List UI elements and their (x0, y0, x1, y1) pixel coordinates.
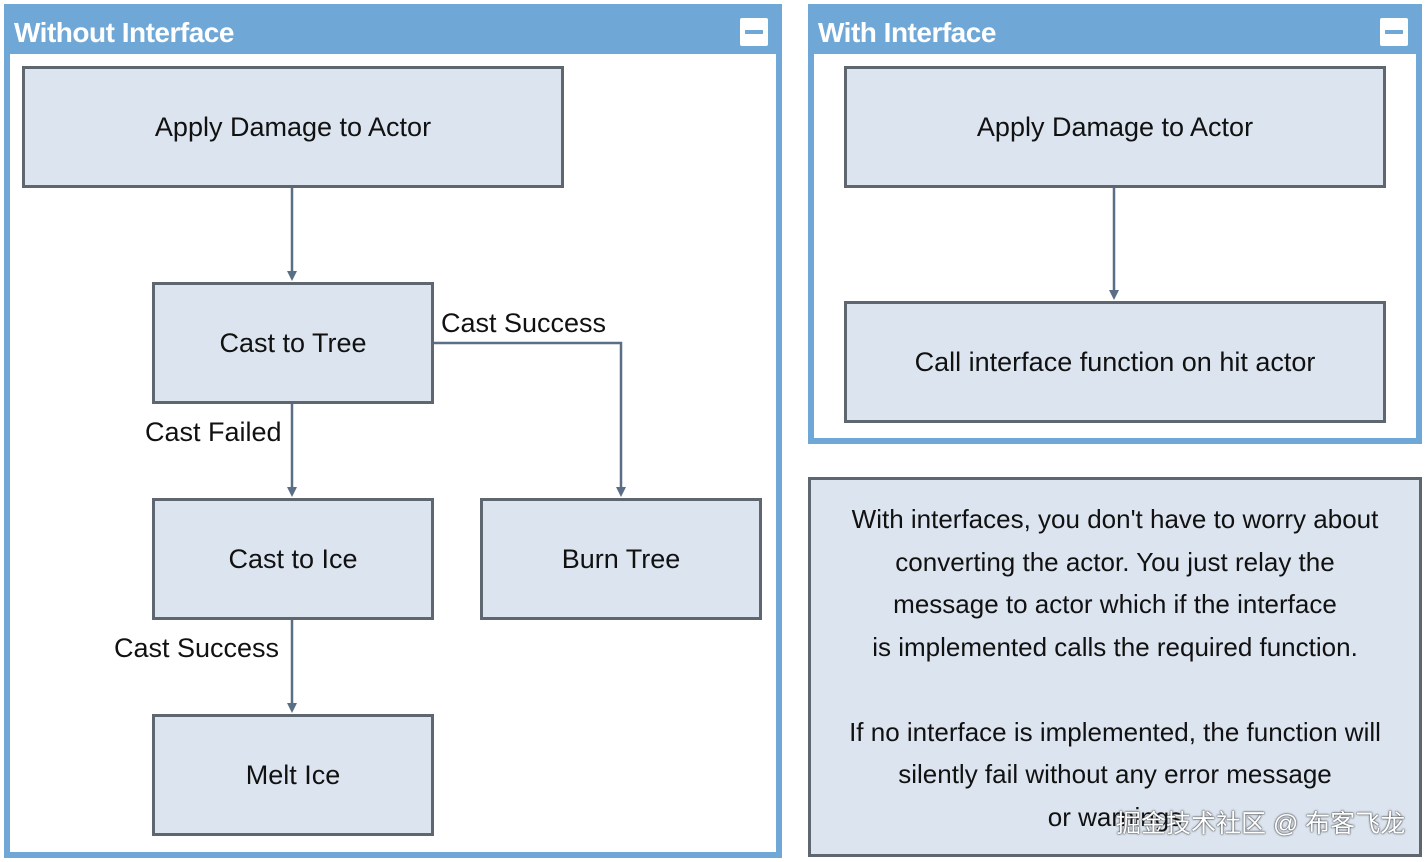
collapse-icon[interactable] (740, 18, 768, 46)
note-spacer (811, 668, 1419, 711)
note-line-5: If no interface is implemented, the func… (849, 716, 1381, 747)
note-line-6: silently fail without any error message (898, 759, 1332, 789)
interface-note: With interfaces, you don't have to worry… (808, 477, 1422, 857)
with-interface-title: With Interface (818, 17, 996, 48)
edge-label-ice-success: Cast Success (114, 633, 280, 663)
with-interface-header: With Interface (814, 10, 1416, 54)
watermark-text: 掘金技术社区 @ 布客飞龙 (1116, 810, 1406, 838)
melt-ice-node: Melt Ice (152, 714, 434, 836)
apply-damage-node-left: Apply Damage to Actor (22, 66, 564, 188)
cast-to-ice-node: Cast to Ice (152, 498, 434, 620)
note-line-3: message to actor which if the interface (893, 589, 1337, 619)
cast-to-tree-node: Cast to Tree (152, 282, 434, 404)
edge-label-tree-success: Cast Success (441, 308, 607, 338)
burn-tree-node: Burn Tree (480, 498, 762, 620)
note-line-1: With interfaces, you don't have to worry… (851, 504, 1379, 534)
note-line-4: is implemented calls the required functi… (872, 631, 1358, 662)
without-interface-header: Without Interface (10, 10, 776, 54)
apply-damage-node-right: Apply Damage to Actor (844, 66, 1386, 188)
note-line-7: or warnings (1047, 801, 1183, 832)
collapse-icon[interactable] (1380, 18, 1408, 46)
edge-label-tree-failed: Cast Failed (145, 417, 282, 447)
call-interface-node: Call interface function on hit actor (844, 301, 1386, 423)
note-line-2: converting the actor. You just relay the (895, 546, 1335, 577)
without-interface-title: Without Interface (14, 17, 234, 48)
